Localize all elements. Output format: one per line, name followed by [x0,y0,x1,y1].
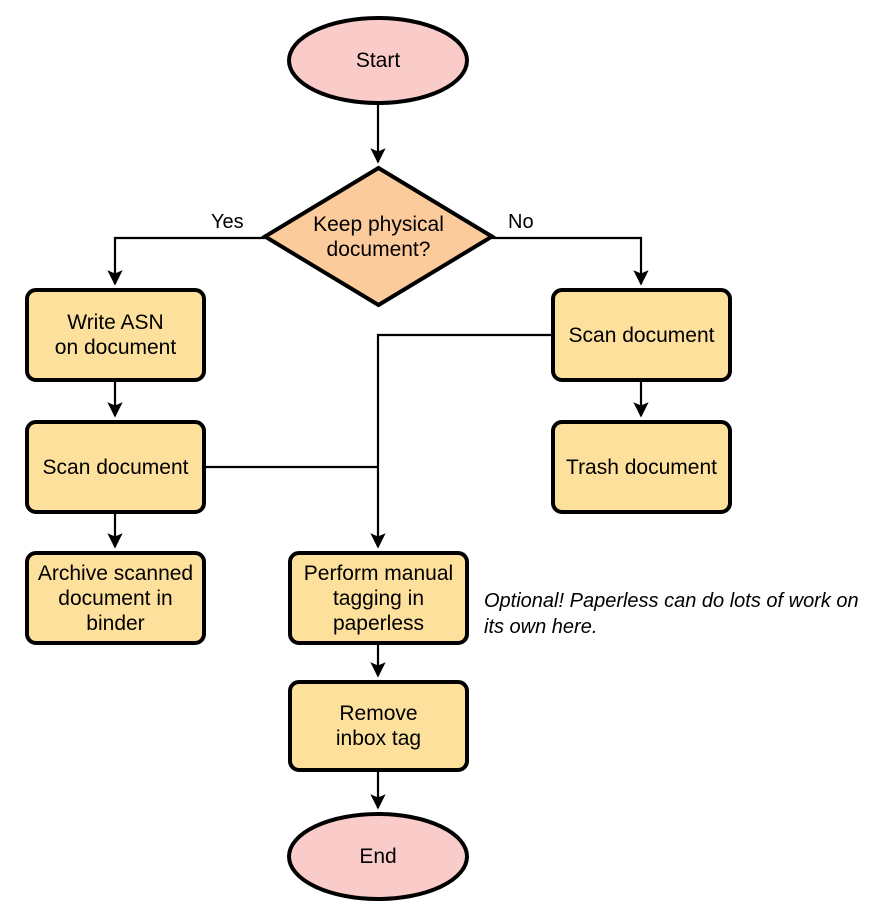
node-keep-physical-document[interactable] [261,165,496,308]
optional-note: Optional! Paperless can do lots of work … [484,590,859,638]
node-trash-document[interactable] [551,420,732,514]
edge-decision-to-write-asn [107,236,265,286]
node-write-asn-on-document[interactable] [25,288,206,382]
node-archive-scanned-document-in-binder[interactable] [25,551,206,645]
node-perform-manual-tagging-in-paperless[interactable] [288,551,469,645]
edge-decision-to-scan-right [492,236,649,286]
node-remove-inbox-tag[interactable] [288,680,469,772]
node-scan-document-right[interactable] [551,288,732,382]
node-end[interactable] [287,812,469,901]
node-start[interactable] [287,16,469,105]
edge-label-yes: Yes [211,211,244,233]
edge-label-no: No [508,211,534,233]
node-scan-document-left[interactable] [25,420,206,514]
edge-scan-right-to-tagging [370,333,553,549]
